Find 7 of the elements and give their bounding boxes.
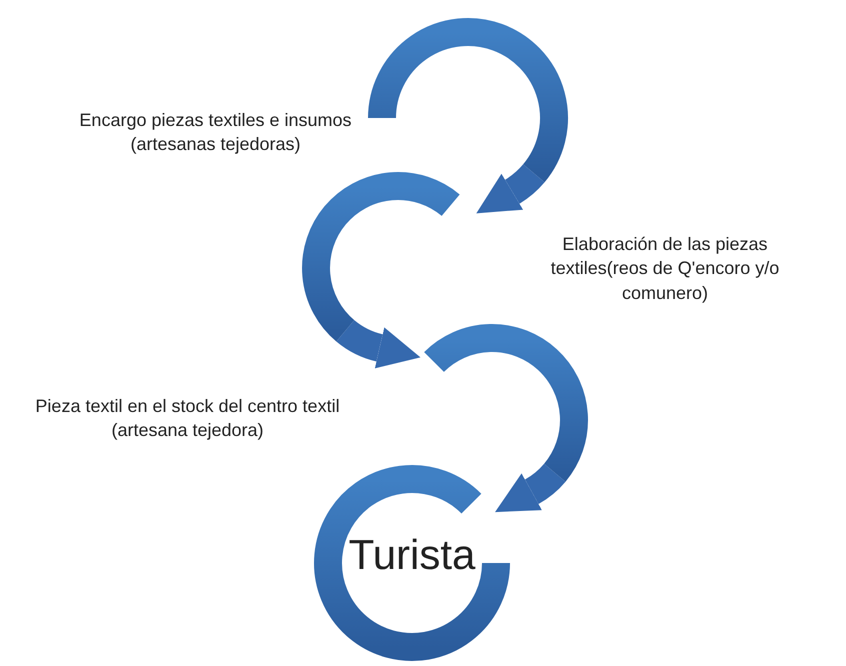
step-label: Elaboración de las piezas textiles(reos de Q'encoro y/o comunero): [550, 233, 780, 305]
curved-arrow: [496, 463, 566, 514]
curved-arrow: [477, 164, 544, 215]
step-label: Encargo piezas textiles e insumos (artesanas tejedoras): [78, 109, 353, 156]
step-label: Pieza textil en el stock del centro textil (artesana tejedora): [34, 395, 341, 442]
node-label: Turista: [348, 534, 476, 576]
curved-arrow: [336, 320, 420, 368]
